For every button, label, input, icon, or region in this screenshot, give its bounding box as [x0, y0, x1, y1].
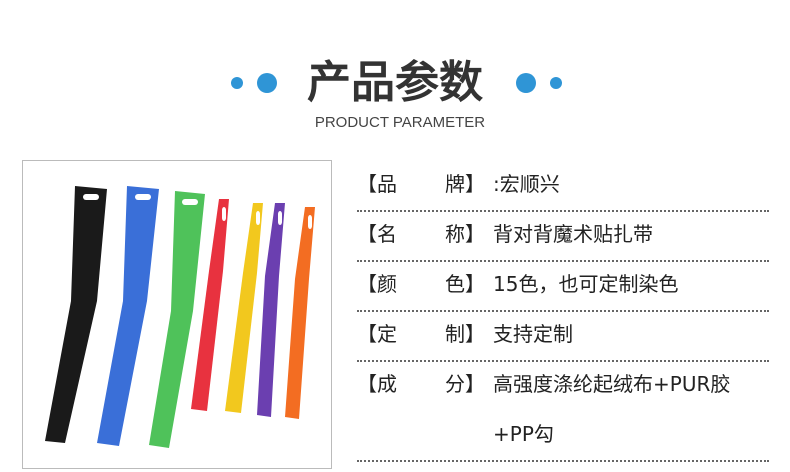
strap-slot — [308, 215, 312, 229]
strap-slot — [182, 199, 198, 205]
param-label-end: 制】 — [445, 322, 485, 346]
param-value-cont: +PP勾 — [493, 422, 554, 446]
param-value: :宏顺兴 — [493, 172, 560, 196]
param-value: 15色，也可定制染色 — [493, 272, 679, 296]
strap-slot — [135, 194, 151, 200]
param-value: 高强度涤纶起绒布+PUR胶 — [493, 372, 731, 396]
strap-slot — [256, 211, 260, 225]
param-value: 支持定制 — [493, 322, 573, 346]
param-label-end: 牌】 — [445, 172, 485, 196]
decor-dot — [231, 77, 243, 89]
param-row: 【名 称】背对背魔术贴扎带 — [357, 210, 769, 262]
decor-dot — [257, 73, 277, 93]
strap — [285, 207, 315, 419]
param-label-end: 分】 — [445, 372, 485, 396]
strap — [97, 186, 159, 446]
decor-dot — [550, 77, 562, 89]
strap — [191, 199, 229, 411]
param-label-start: 【定 — [357, 322, 397, 346]
strap-slot — [278, 211, 282, 225]
strap-slot — [83, 194, 99, 200]
strap — [149, 191, 205, 448]
param-row: 【成 分】高强度涤纶起绒布+PUR胶 +PP勾 — [357, 360, 769, 462]
strap — [45, 186, 107, 443]
page-title: 产品参数 — [307, 57, 483, 108]
param-label-start: 【成 — [357, 372, 397, 396]
param-label-end: 称】 — [445, 222, 485, 246]
param-label-start: 【名 — [357, 222, 397, 246]
strap — [257, 203, 285, 417]
param-value: 背对背魔术贴扎带 — [493, 222, 653, 246]
param-row: 【定 制】支持定制 — [357, 310, 769, 362]
decor-dot — [516, 73, 536, 93]
param-row: 【品 牌】 :宏顺兴 — [357, 160, 769, 212]
product-image — [22, 160, 332, 469]
page-subtitle: PRODUCT PARAMETER — [314, 114, 486, 131]
param-label-end: 色】 — [445, 272, 485, 296]
strap — [225, 203, 263, 413]
param-label-start: 【颜 — [357, 272, 397, 296]
param-label-start: 【品 — [357, 172, 397, 196]
param-row: 【颜 色】 15色，也可定制染色 — [357, 260, 769, 312]
straps-illustration — [45, 186, 315, 448]
strap-slot — [222, 207, 226, 221]
